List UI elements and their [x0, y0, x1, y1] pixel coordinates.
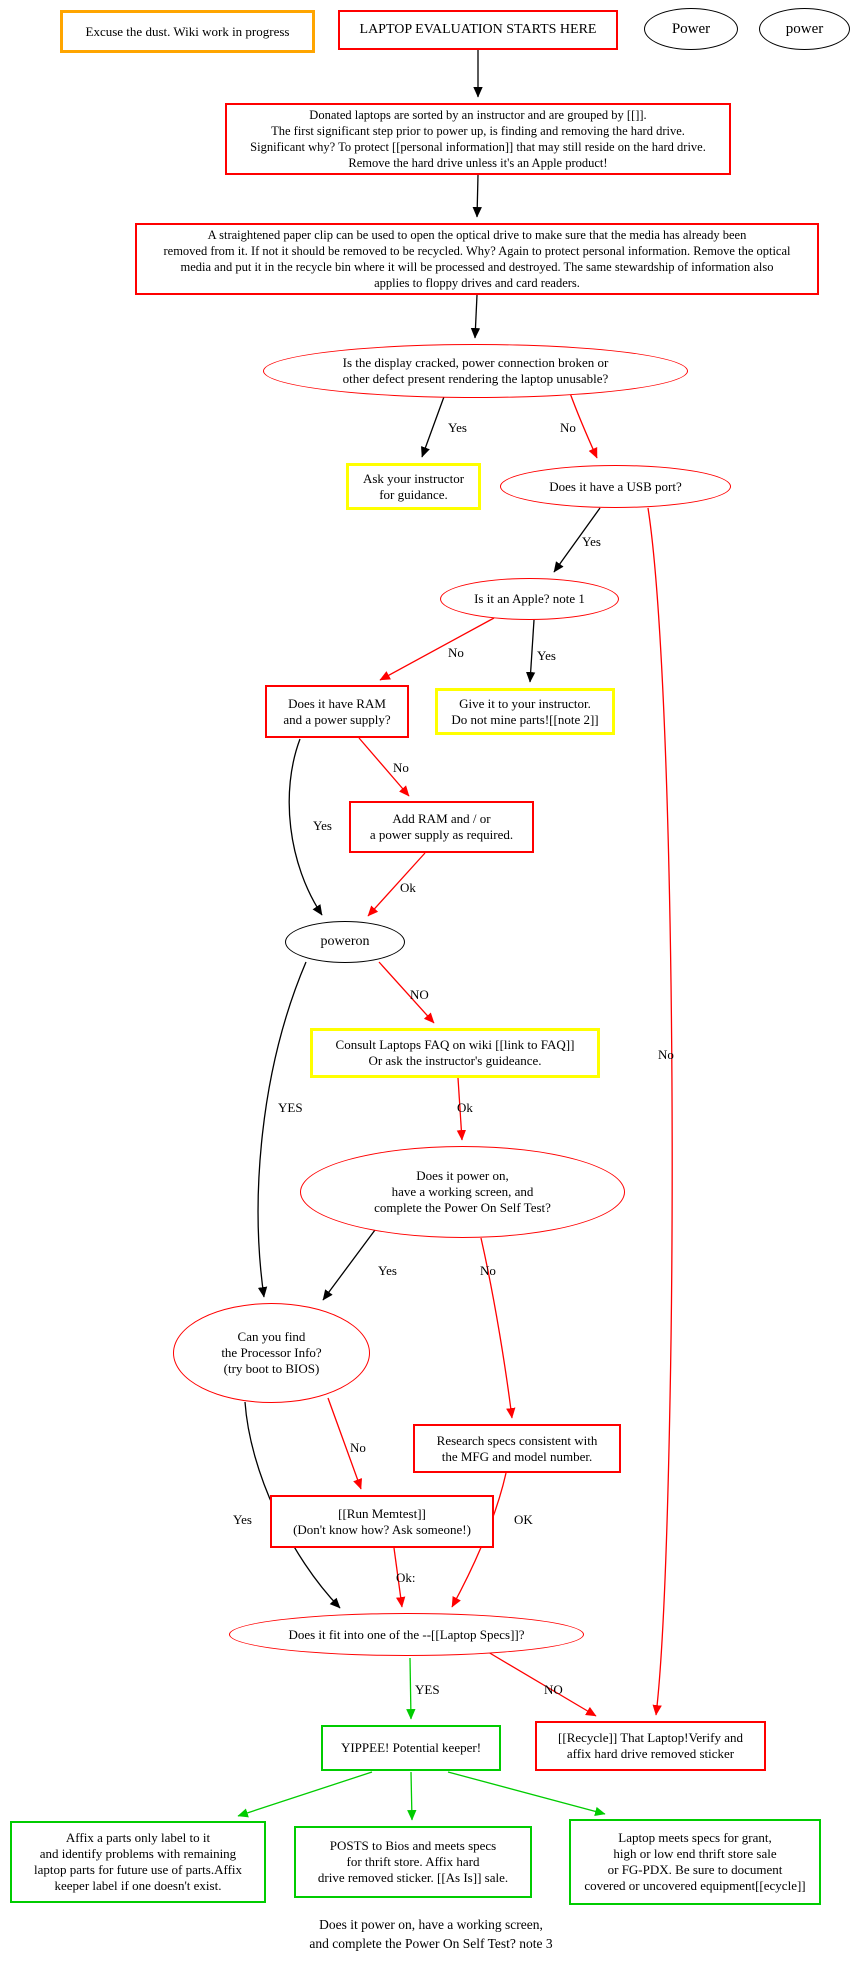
node-parts-only: Affix a parts only label to it and ident… — [10, 1821, 266, 1903]
arrow-sort-to-optical — [472, 174, 482, 218]
arrow-specs-yes-yippee — [406, 1657, 416, 1720]
node-ram-question: Does it have RAM and a power supply? — [265, 685, 409, 738]
node-defect-question: Is the display cracked, power connection… — [263, 344, 688, 398]
arrow-usb-yes-apple — [553, 507, 601, 573]
arrow-usb-no-recycle — [647, 507, 673, 1716]
edge-label-addram-ok: Ok — [400, 880, 416, 895]
edge-label-processor-yes: Yes — [233, 1512, 252, 1527]
node-consult-faq: Consult Laptops FAQ on wiki [[link to FA… — [310, 1028, 600, 1078]
arrow-apple-yes-give — [525, 619, 536, 683]
node-give-instructor: Give it to your instructor. Do not mine … — [435, 688, 615, 735]
node-wiki-banner: Excuse the dust. Wiki work in progress — [60, 10, 315, 53]
edge-label-processor-no: No — [350, 1440, 366, 1455]
arrow-yippee-thrift — [407, 1771, 417, 1821]
arrow-specs-no-recycle — [487, 1651, 597, 1717]
arrow-ram-no-addram — [358, 737, 410, 797]
edge-label-usb-yes: Yes — [582, 534, 601, 549]
edge-label-specs-yes: YES — [415, 1682, 440, 1697]
node-start: LAPTOP EVALUATION STARTS HERE — [338, 10, 618, 50]
node-thrift-store: POSTS to Bios and meets specs for thrift… — [294, 1826, 532, 1898]
node-recycle-laptop: [[Recycle]] That Laptop!Verify and affix… — [535, 1721, 766, 1771]
arrow-poweron-yes-processor — [257, 961, 307, 1298]
edge-label-apple-yes: Yes — [537, 648, 556, 663]
edge-label-poweron-yes: YES — [278, 1100, 303, 1115]
edge-label-memtest-ok: Ok: — [396, 1570, 416, 1585]
node-power-lower: power — [759, 8, 850, 50]
arrow-defect-yes-ask — [421, 393, 446, 458]
arrow-post-yes-processor — [322, 1229, 376, 1301]
edge-label-research-ok: OK — [514, 1512, 533, 1527]
edge-label-apple-no: No — [448, 645, 464, 660]
node-add-ram: Add RAM and / or a power supply as requi… — [349, 801, 534, 853]
edge-label-defect-no: No — [560, 420, 576, 435]
node-power-upper: Power — [644, 8, 738, 50]
arrow-processor-no-memtest — [327, 1397, 363, 1490]
arrow-defect-no-usb — [569, 392, 598, 459]
arrow-faq-ok-post — [456, 1077, 467, 1141]
arrow-memtest-ok-specs — [393, 1547, 406, 1608]
node-processor-question: Can you find the Processor Info? (try bo… — [173, 1303, 370, 1403]
node-apple-question: Is it an Apple? note 1 — [440, 578, 619, 620]
edge-label-usb-no: No — [658, 1047, 674, 1062]
edge-label-ram-no: No — [393, 760, 409, 775]
node-poweron: poweron — [285, 921, 405, 963]
node-post-question: Does it power on, have a working screen,… — [300, 1146, 625, 1238]
edge-label-post-no: No — [480, 1263, 496, 1278]
arrow-yippee-grant — [447, 1771, 606, 1816]
node-usb-question: Does it have a USB port? — [500, 465, 731, 508]
node-optical-media: A straightened paper clip can be used to… — [135, 223, 819, 295]
arrow-apple-no-ram — [379, 617, 495, 681]
node-run-memtest: [[Run Memtest]] (Don't know how? Ask som… — [270, 1495, 494, 1548]
edge-label-faq-ok: Ok — [457, 1100, 473, 1115]
arrow-optical-to-defect — [470, 294, 481, 339]
arrow-poweron-no-faq — [378, 961, 435, 1024]
node-grant-sale: Laptop meets specs for grant, high or lo… — [569, 1819, 821, 1905]
edge-label-defect-yes: Yes — [448, 420, 467, 435]
footnote-text: Does it power on, have a working screen,… — [309, 1917, 553, 1951]
edge-label-specs-no: NO — [544, 1682, 563, 1697]
node-ask-instructor: Ask your instructor for guidance. — [346, 463, 481, 510]
arrow-ram-yes-poweron — [288, 738, 323, 916]
arrow-post-no-research — [480, 1237, 516, 1419]
node-research-specs: Research specs consistent with the MFG a… — [413, 1424, 621, 1473]
edge-label-post-yes: Yes — [378, 1263, 397, 1278]
node-laptop-specs-question: Does it fit into one of the --[[Laptop S… — [229, 1613, 584, 1656]
edge-label-ram-yes: Yes — [313, 818, 332, 833]
node-sort-donated: Donated laptops are sorted by an instruc… — [225, 103, 731, 175]
edge-label-poweron-no: NO — [410, 987, 429, 1002]
arrow-yippee-parts — [237, 1771, 373, 1818]
node-yippee-keeper: YIPPEE! Potential keeper! — [321, 1725, 501, 1771]
arrow-addram-ok-poweron — [367, 852, 426, 917]
